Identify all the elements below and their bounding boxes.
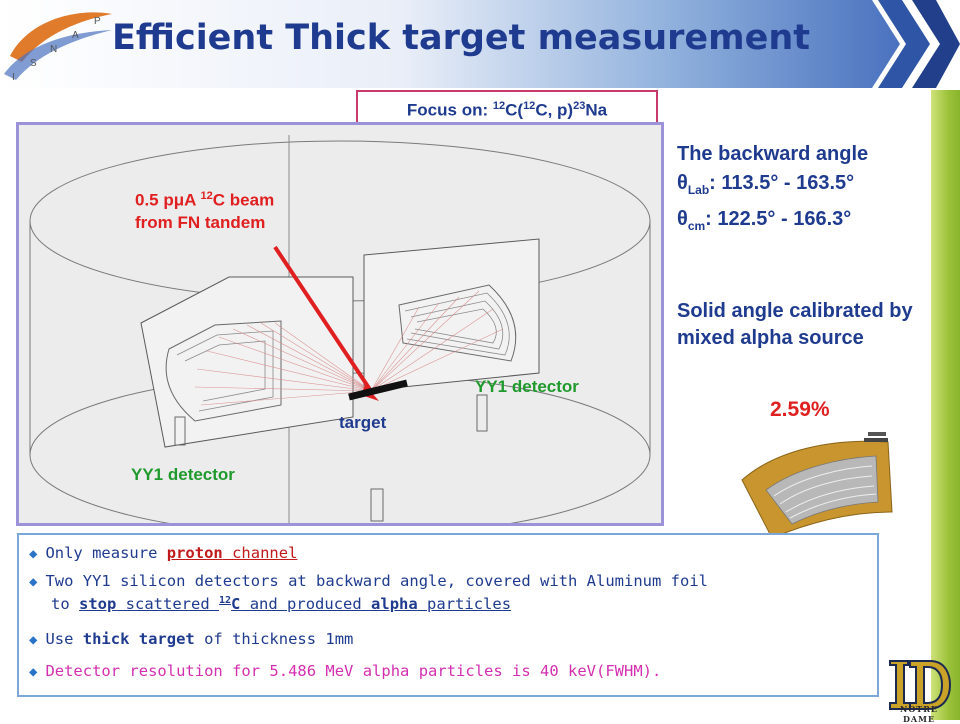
diamond-bullet-icon: ◆ [29,574,38,590]
isnap-logo: I S N A P [4,12,112,83]
b2-line-1: Two YY1 silicon detectors at backward an… [45,572,708,590]
b2-alpha: alpha [371,595,418,614]
target-label: target [339,413,387,432]
yy1-detector-photo [741,432,893,539]
bullet-list: ◆ Only measure proton channel ◆ Two YY1 si… [17,533,879,697]
focus-part-1: C( [505,100,524,120]
side-accent-bar [931,90,960,720]
logo-letter-a: A [72,30,79,41]
beam-mass: 12 [200,190,213,202]
logo-letter-p: P [94,16,101,27]
logo-letter-i: I [12,72,15,83]
logo-letter-n: N [50,44,57,55]
theta-lab-line: θLab: 113.5° - 163.5° [677,169,868,205]
theta-symbol-cm: θ [677,208,688,230]
focus-text: Focus on: 12C(12C, p)23Na [358,100,656,121]
header-gradient [0,0,960,88]
header: I S N A P Efficient Thick target measure… [0,0,960,88]
bullet-proton-channel: ◆ Only measure proton channel [29,543,297,564]
beam-text-3: C beam [212,190,275,210]
notre-dame-logo [889,660,952,710]
b1-text-a: Only measure [45,544,167,562]
theta-symbol-lab: θ [677,172,688,194]
cm-value: : 122.5° - 166.3° [705,208,852,230]
b3-thickness: of thickness 1mm [194,630,354,648]
beam-source: from FN tandem [135,212,266,232]
focus-suffix: Na [585,100,608,120]
lab-value: : 113.5° - 163.5° [709,172,855,194]
b4-text: Detector resolution for 5.486 MeV alpha … [45,662,662,680]
b2-text-a: to [51,595,79,614]
theta-cm-line: θcm: 122.5° - 166.3° [677,205,868,241]
yy1-detector-left-label: YY1 detector [131,465,235,484]
slide-title: Efficient Thick target measurement [112,18,811,58]
cm-subscript: cm [687,219,706,233]
focus-prefix: Focus on: [406,100,493,120]
b1-channel: channel [222,544,298,562]
diamond-bullet-icon: ◆ [29,546,38,562]
beam-text-2: A [184,190,201,210]
b2-particles: particles [417,595,512,614]
solid-angle-percent: 2.59% [770,398,830,421]
angles-heading: The backward angle [677,143,869,165]
bullet-thick-target: ◆ Use thick target of thickness 1mm [29,629,353,650]
focus-part-2: C, p) [535,100,574,120]
b1-proton: proton [166,544,223,562]
logo-letter-s: S [30,58,37,69]
b2-produced: and produced [240,595,372,614]
beam-mu: μ [173,190,185,210]
focus-mass-2: 12 [523,100,536,112]
focus-box: Focus on: 12C(12C, p)23Na [356,90,658,128]
yy1-detector-right-label: YY1 detector [475,377,579,396]
bullet-yy1-detectors-cont: to stop scattered 12C and produced alpha… [51,591,511,614]
beam-text-1: 0.5 p [135,190,174,210]
focus-mass-3: 23 [573,100,586,112]
b2-stop: stop [79,595,117,614]
diamond-bullet-icon: ◆ [29,632,38,648]
b3-thick-target: thick target [82,630,195,648]
b2-mass: 12 [218,595,232,606]
bullet-detector-resolution: ◆ Detector resolution for 5.486 MeV alpha… [29,661,661,682]
lab-subscript: Lab [687,183,710,197]
b2-scattered: scattered [116,595,219,614]
bullet-yy1-detectors: ◆ Two YY1 silicon detectors at backward a… [29,571,708,592]
backward-angle-info: The backward angle θLab: 113.5° - 163.5°… [677,140,868,241]
b2-carbon: C [231,595,241,614]
solid-angle-text: Solid angle calibrated by mixed alpha so… [677,300,913,349]
notre-dame-wordmark: NOTRE DAME [900,704,938,724]
diamond-bullet-icon: ◆ [29,664,38,680]
b3-text-a: Use [45,630,83,648]
focus-mass-1: 12 [492,100,506,112]
chamber-drawing [29,135,651,523]
